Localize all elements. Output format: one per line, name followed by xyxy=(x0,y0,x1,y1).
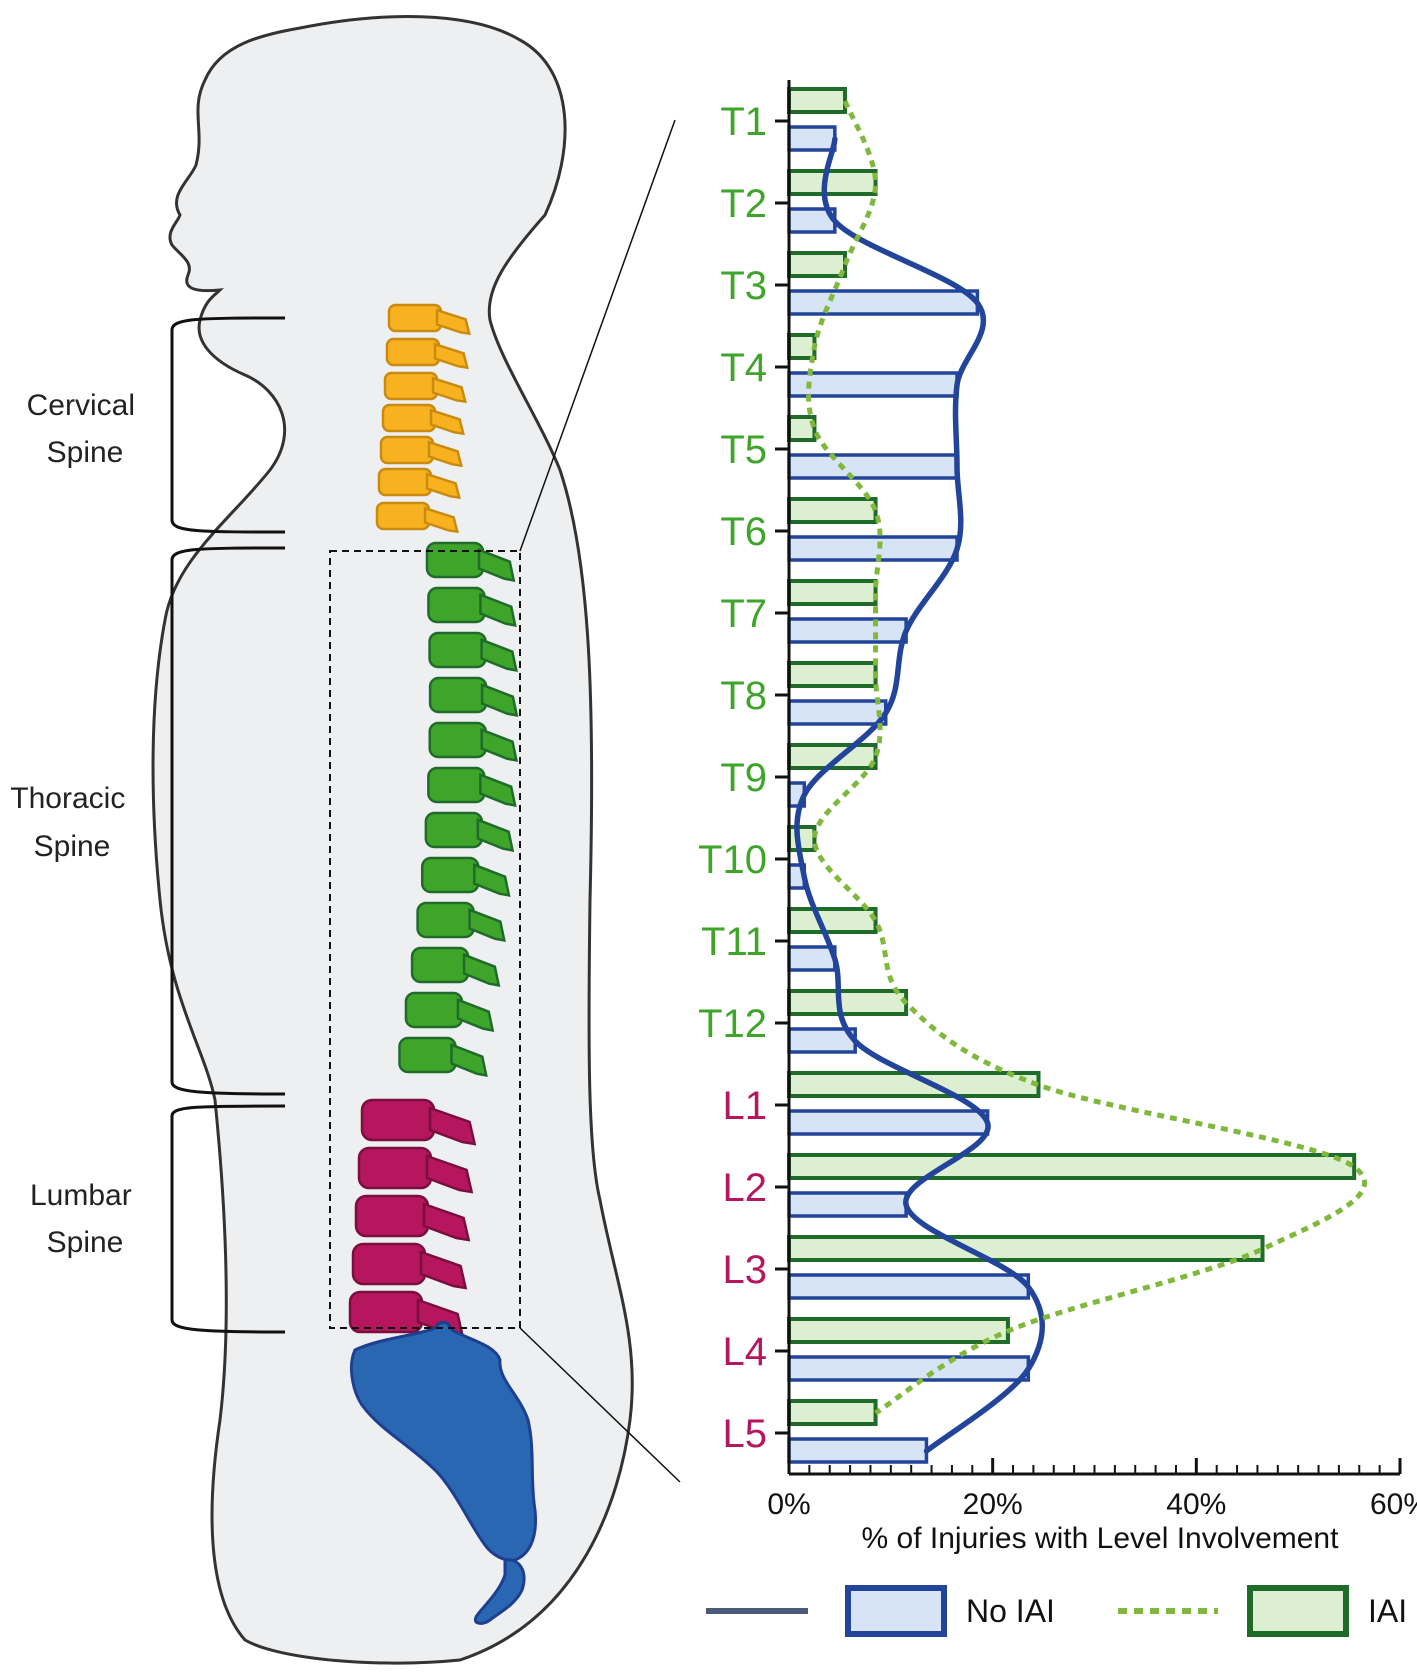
no-iai-bar xyxy=(787,453,959,480)
no-iai-bar xyxy=(787,1273,1031,1300)
iai-bar xyxy=(787,415,817,442)
iai-bar xyxy=(787,1317,1010,1344)
thoracic-vertebra xyxy=(404,991,495,1032)
iai-bar xyxy=(787,579,878,606)
body-silhouette xyxy=(151,15,634,1665)
level-label: T12 xyxy=(698,1002,767,1046)
iai-bar xyxy=(787,333,817,360)
level-label: L4 xyxy=(723,1330,768,1374)
thoracic-label: Thoracic Spine xyxy=(10,782,133,863)
lumbar-vertebra xyxy=(351,1242,468,1290)
no-iai-bar xyxy=(787,1355,1031,1382)
no-iai-curve xyxy=(794,136,1046,1454)
zoom-connector-bottom xyxy=(519,1327,681,1483)
no-iai-bar xyxy=(787,125,837,152)
iai-bar xyxy=(787,661,878,688)
cervical-vertebra xyxy=(383,371,467,404)
cervical-label: Cervical Spine xyxy=(27,389,144,469)
no-iai-bar xyxy=(787,1109,990,1136)
level-label: T4 xyxy=(720,346,767,390)
x-tick-label: 20% xyxy=(963,1488,1023,1521)
thoracic-vertebra xyxy=(428,631,518,672)
level-label: T6 xyxy=(720,510,767,554)
cervical-vertebra xyxy=(387,303,471,336)
anatomy-illustration: Cervical Spine Thoracic Spine Lumbar Spi… xyxy=(10,15,681,1665)
legend-iai-label: IAI xyxy=(1368,1593,1407,1629)
thoracic-vertebra xyxy=(428,721,519,762)
thoracic-vertebra xyxy=(398,1036,488,1077)
sacrum xyxy=(350,1320,538,1562)
cervical-vertebra xyxy=(379,435,463,468)
x-axis: 0% 20% 40% 60% xyxy=(767,1458,1417,1521)
level-label: T7 xyxy=(720,592,767,636)
thoracic-vertebra xyxy=(424,811,515,852)
no-iai-bar xyxy=(787,699,888,726)
x-tick-label: 0% xyxy=(767,1488,810,1521)
lumbar-vertebrae xyxy=(348,1098,477,1338)
legend-no-iai-label: No IAI xyxy=(966,1593,1055,1629)
legend: No IAI IAI xyxy=(706,1585,1407,1637)
level-label: L2 xyxy=(723,1166,768,1210)
iai-bar xyxy=(787,497,878,524)
bars xyxy=(787,87,1357,1464)
no-iai-bar xyxy=(787,289,980,316)
cervical-vertebra xyxy=(385,337,469,370)
cervical-vertebra xyxy=(375,501,459,534)
thoracic-vertebra xyxy=(427,586,517,627)
x-axis-title: % of Injuries with Level Involvement xyxy=(862,1522,1340,1555)
level-label: T10 xyxy=(698,838,767,882)
thoracic-vertebra xyxy=(416,901,506,942)
iai-bar xyxy=(787,1235,1265,1262)
no-iai-bar xyxy=(787,371,959,398)
cervical-vertebra xyxy=(377,467,461,500)
lumbar-bracket xyxy=(170,1104,286,1334)
zoom-box xyxy=(329,550,521,1329)
iai-bar xyxy=(787,1399,878,1426)
zoom-connector-top xyxy=(519,119,676,552)
lumbar-vertebra xyxy=(357,1146,474,1194)
thoracic-bracket xyxy=(170,546,286,1096)
level-label: T1 xyxy=(720,100,767,144)
lumbar-vertebra xyxy=(360,1098,477,1146)
iai-bar xyxy=(787,907,878,934)
no-iai-bar xyxy=(787,1191,908,1218)
coccyx xyxy=(473,1558,526,1625)
x-tick-label: 60% xyxy=(1370,1488,1417,1521)
iai-curve xyxy=(806,100,1367,1416)
no-iai-bar xyxy=(787,945,837,972)
iai-bar xyxy=(787,169,878,196)
cervical-bracket xyxy=(170,316,286,534)
legend-no-iai-bar-swatch xyxy=(845,1585,947,1637)
level-label: L1 xyxy=(723,1084,768,1128)
level-label: T9 xyxy=(720,756,767,800)
level-label: T2 xyxy=(720,182,767,226)
thoracic-vertebra xyxy=(428,676,519,717)
level-label: T3 xyxy=(720,264,767,308)
no-iai-bar xyxy=(787,617,908,644)
level-label: T5 xyxy=(720,428,767,472)
thoracic-vertebra xyxy=(427,766,517,807)
cervical-vertebra xyxy=(381,403,465,436)
iai-bar xyxy=(787,989,909,1016)
iai-bar xyxy=(787,251,848,278)
level-label: T8 xyxy=(720,674,767,718)
lumbar-label: Lumbar Spine xyxy=(30,1179,140,1259)
iai-bar xyxy=(787,87,848,114)
no-iai-bar xyxy=(787,1437,929,1464)
cervical-vertebrae xyxy=(375,303,471,534)
level-label: L3 xyxy=(723,1248,768,1292)
no-iai-bar xyxy=(787,535,959,562)
level-label: L5 xyxy=(723,1412,768,1456)
iai-bar xyxy=(787,1153,1357,1180)
iai-bar xyxy=(787,825,817,852)
x-tick-label: 40% xyxy=(1166,1488,1226,1521)
lumbar-vertebra xyxy=(354,1194,471,1242)
level-label: T11 xyxy=(701,920,767,964)
legend-iai-bar-swatch xyxy=(1247,1585,1349,1637)
thoracic-vertebra xyxy=(410,946,501,987)
thoracic-vertebra xyxy=(420,856,511,897)
